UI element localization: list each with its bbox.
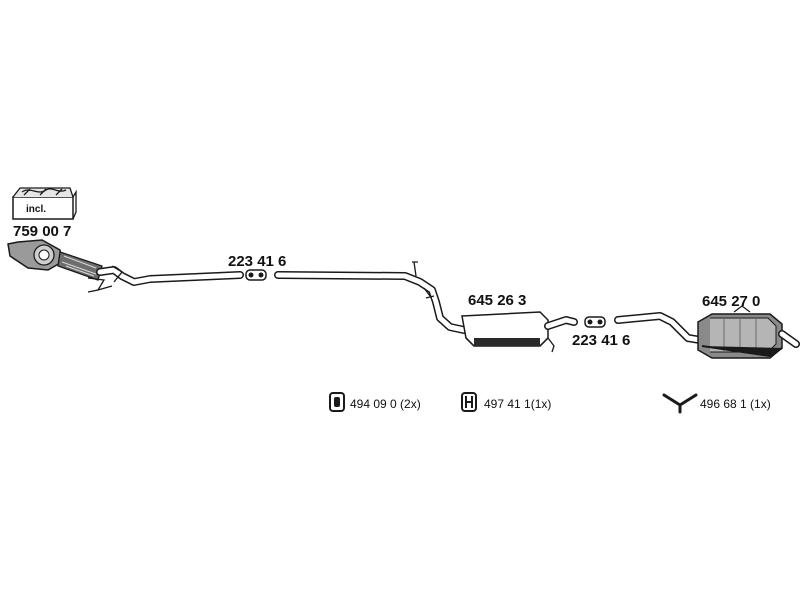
center-muffler-part-number: 645 26 3: [468, 292, 526, 309]
catalytic-converter-part-number: 759 00 7: [13, 223, 71, 240]
rear-muffler-part-number: 645 27 0: [702, 293, 760, 310]
intermediate-pipe: [274, 261, 468, 334]
y-bracket-icon: [662, 393, 698, 414]
kit-number-3: 496 68 1 (1x): [700, 397, 771, 411]
catalytic-converter: [7, 239, 63, 271]
rear-clamp-icon: [584, 316, 606, 328]
flex-pipe-section: [57, 251, 103, 281]
clamp-icon: [245, 269, 267, 281]
hanger-icon: [461, 392, 477, 412]
front-pipe-segment: [96, 265, 244, 286]
kit-number-2: 497 41 1(1x): [484, 397, 551, 411]
center-muffler: [461, 311, 578, 353]
kit-number-1: 494 09 0 (2x): [350, 397, 421, 411]
front-hanger-bracket: [87, 277, 113, 293]
rear-pipe: [614, 312, 704, 344]
rear-clamp-part-number: 223 41 6: [572, 332, 630, 349]
catalytic-converter-box-icon: incl.: [12, 187, 77, 220]
incl-label: incl.: [26, 204, 46, 215]
front-pipe-part-number: 223 41 6: [228, 253, 286, 270]
rear-muffler: [697, 305, 800, 359]
rubber-mount-icon: [329, 392, 345, 412]
